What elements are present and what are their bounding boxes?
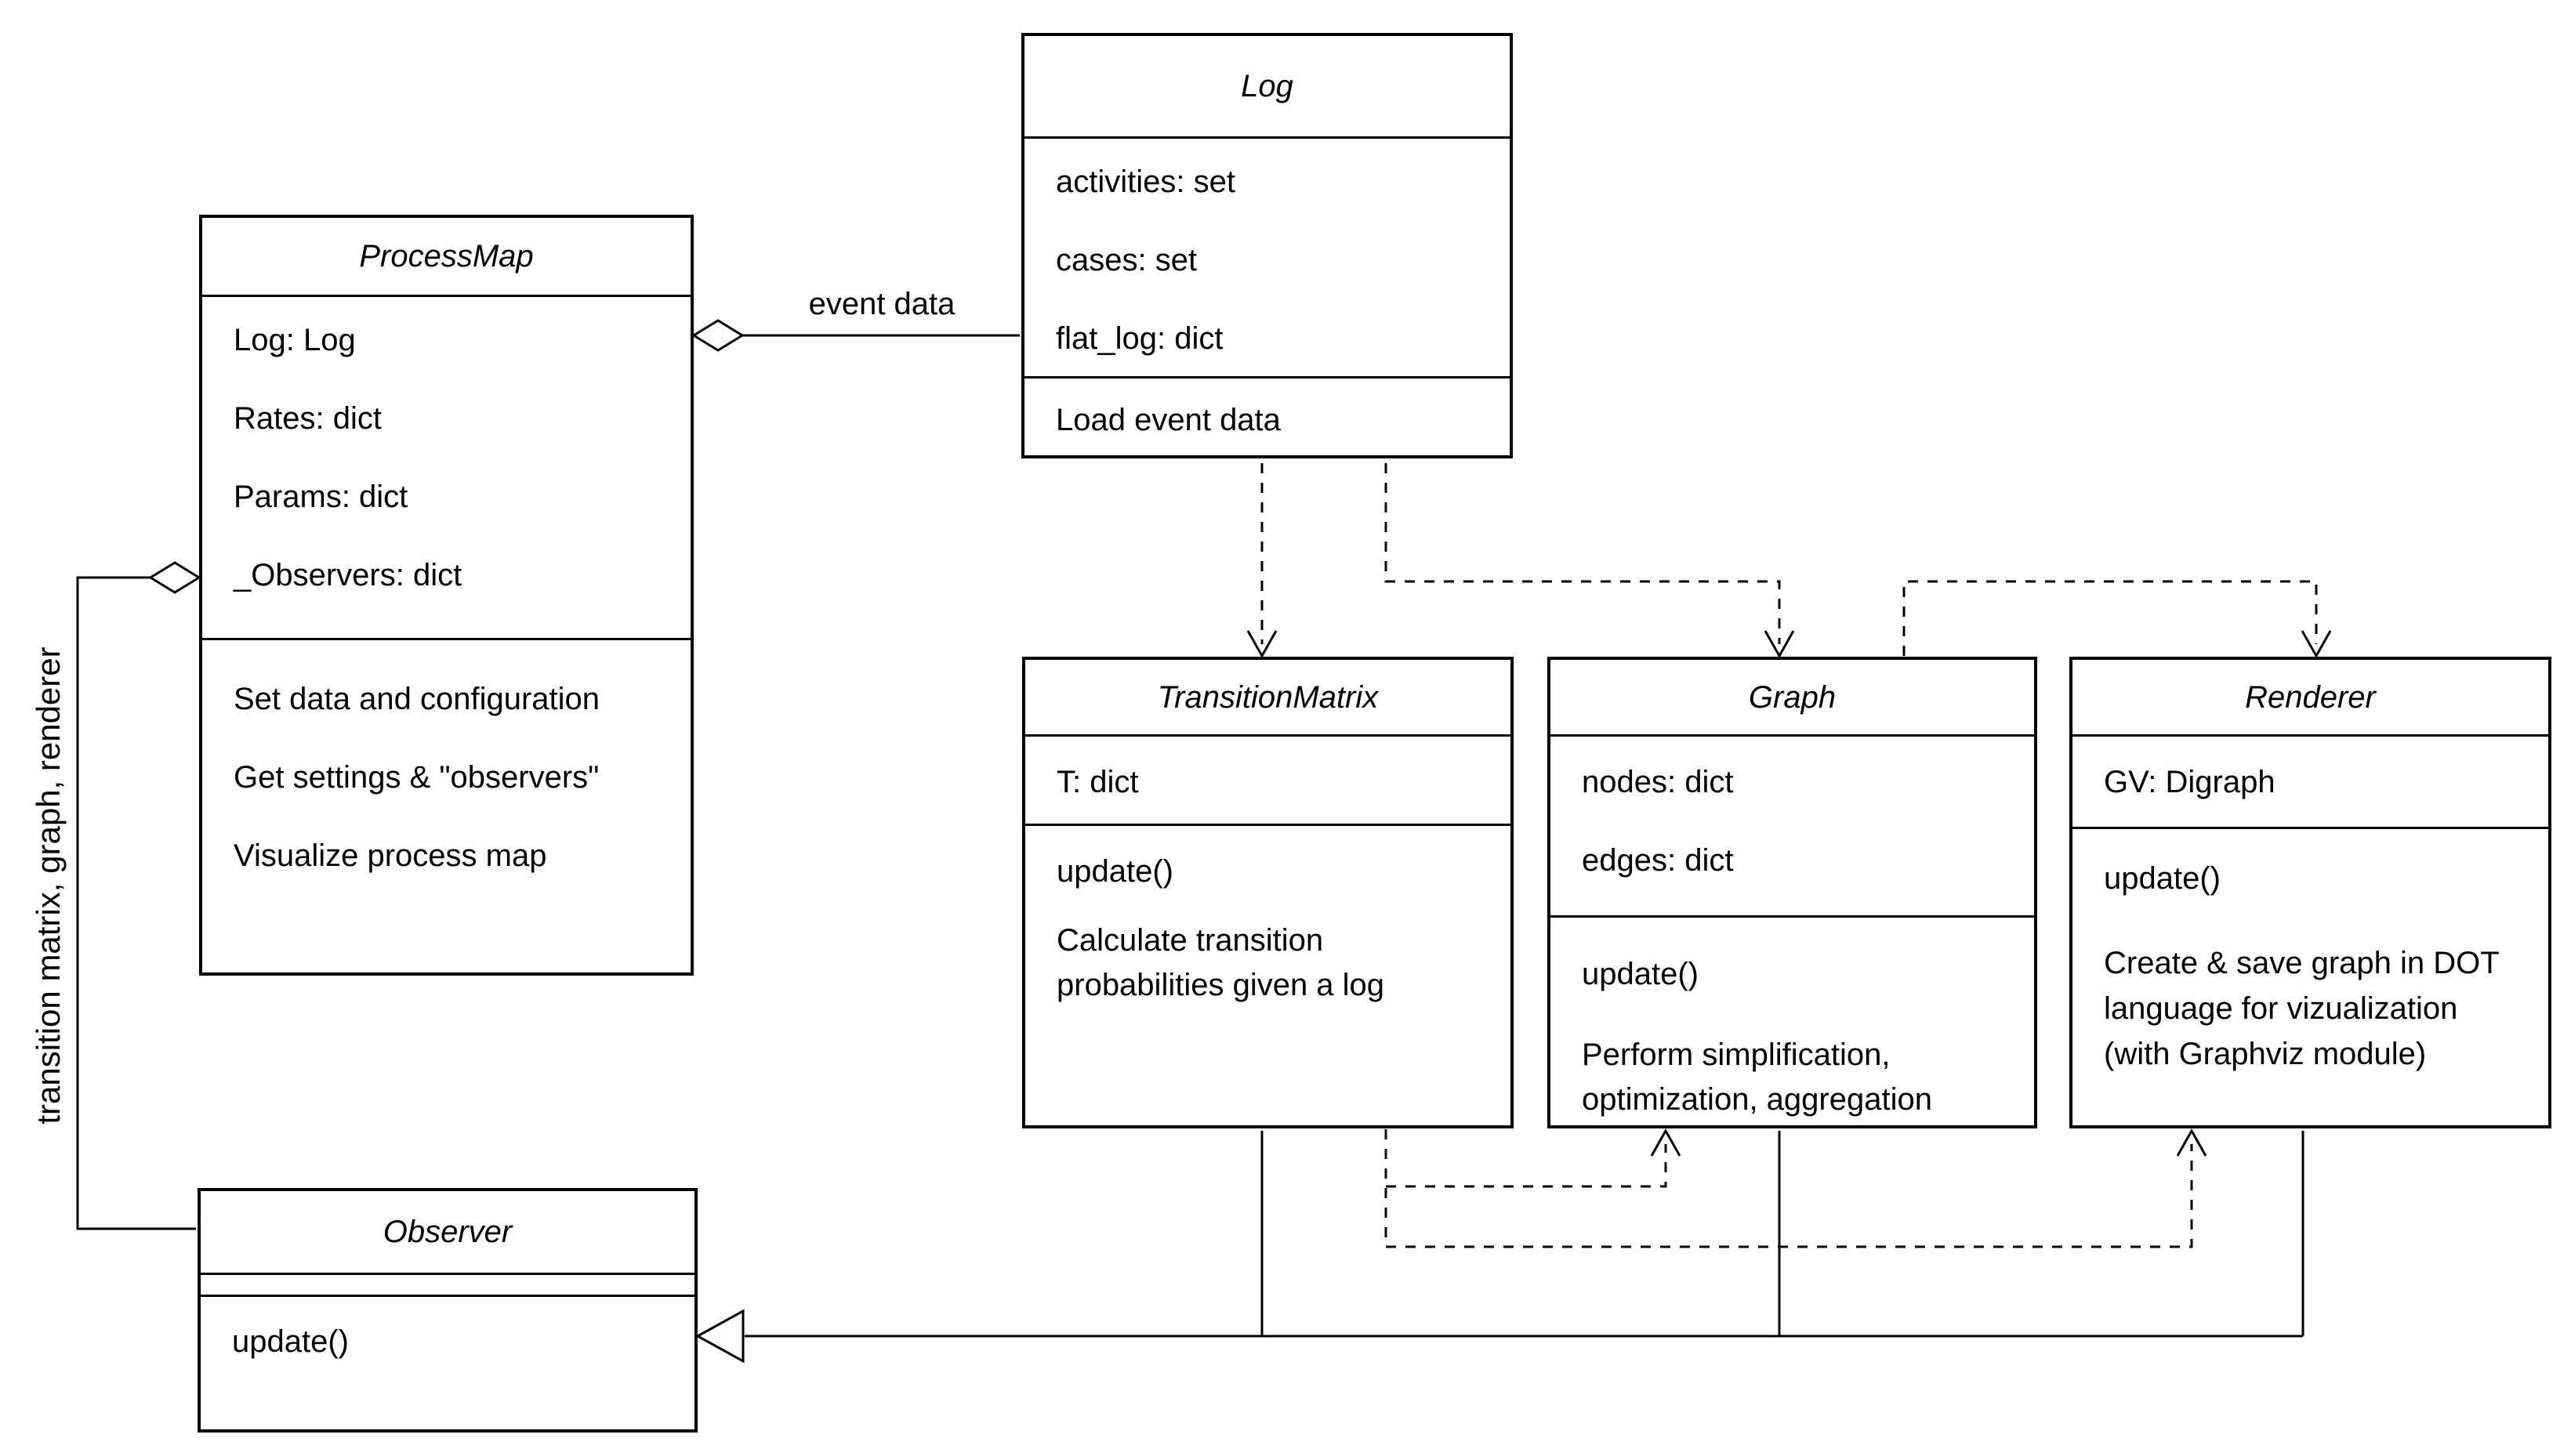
aggregation-processmap-observer-line xyxy=(76,576,196,1230)
edge-label-transition-matrix-graph-renderer: transition matrix, graph, renderer xyxy=(30,647,67,1125)
class-attribute: Log: Log xyxy=(234,323,356,357)
class-attribute: Rates: dict xyxy=(234,401,382,436)
attributes-compartment: nodes: dict edges: dict xyxy=(1550,734,2034,915)
arrow-down-icon xyxy=(1246,630,1278,659)
methods-compartment: Set data and configuration Get settings … xyxy=(202,638,691,972)
dependency-lines xyxy=(1260,463,2318,1248)
methods-compartment: update() Perform simplification, optimiz… xyxy=(1550,915,2034,1125)
class-method: Visualize process map xyxy=(234,838,547,873)
aggregation-processmap-log xyxy=(691,319,1020,352)
attributes-compartment: Log: Log Rates: dict Params: dict _Obser… xyxy=(202,295,691,638)
class-attribute: nodes: dict xyxy=(1582,765,1734,799)
generalization-triangle-icon xyxy=(694,1309,745,1364)
arrow-down-icon xyxy=(2301,630,2332,659)
class-method: update() xyxy=(232,1324,349,1359)
class-attribute: cases: set xyxy=(1056,243,1198,277)
aggregation-diamond-icon xyxy=(148,561,201,594)
arrow-down-icon xyxy=(1764,630,1795,659)
class-title: Log xyxy=(1241,69,1293,103)
class-attribute: activities: set xyxy=(1056,165,1235,199)
class-attribute: flat_log: dict xyxy=(1056,321,1224,356)
class-box-log: Log activities: set cases: set flat_log:… xyxy=(1021,33,1513,458)
class-attribute: _Observers: dict xyxy=(234,558,462,592)
dependency-arrowheads xyxy=(1246,630,2332,1157)
class-title: Graph xyxy=(1748,679,1837,715)
methods-compartment: update() xyxy=(201,1295,694,1429)
method-description: Perform simplification, optimization, ag… xyxy=(1582,1038,1932,1117)
class-title: Renderer xyxy=(2245,679,2376,715)
edge-label-event-data: event data xyxy=(808,287,956,321)
class-attribute: GV: Digraph xyxy=(2104,765,2275,799)
dependency-transitionmatrix-graph xyxy=(1386,1144,1667,1188)
class-method: Get settings & "observers" xyxy=(234,760,600,795)
method-description: Calculate transition probabilities given… xyxy=(1057,923,1385,1002)
attributes-compartment: activities: set cases: set flat_log: dic… xyxy=(1024,136,1510,376)
methods-compartment: update() Create & save graph in DOT lang… xyxy=(2072,827,2548,1125)
dependency-graph-renderer xyxy=(1902,580,2318,656)
attributes-compartment: GV: Digraph xyxy=(2072,734,2548,827)
dependency-transitionmatrix-renderer xyxy=(1386,1144,2193,1248)
attributes-compartment: T: dict xyxy=(1025,734,1510,824)
class-method: update() xyxy=(1582,957,1699,991)
class-box-observer: Observer update() xyxy=(198,1188,698,1432)
class-method: update() xyxy=(2104,861,2221,896)
aggregation-processmap-observer xyxy=(76,561,201,1230)
class-box-graph: Graph nodes: dict edges: dict update() P… xyxy=(1547,657,2037,1128)
method-description: Create & save graph in DOT language for … xyxy=(2104,946,2499,1071)
class-attribute: Params: dict xyxy=(234,480,408,514)
methods-compartment: update() Calculate transition probabilit… xyxy=(1025,824,1510,1125)
class-title: Observer xyxy=(383,1215,513,1249)
methods-compartment: Load event data xyxy=(1024,376,1510,455)
aggregation-diamond-icon xyxy=(691,319,745,352)
class-method: update() xyxy=(1057,854,1173,889)
class-box-renderer: Renderer GV: Digraph update() Create & s… xyxy=(2069,657,2551,1128)
dependency-log-graph xyxy=(1384,463,1781,644)
arrow-up-icon xyxy=(2176,1128,2207,1157)
class-attribute: edges: dict xyxy=(1582,843,1734,878)
class-method: Load event data xyxy=(1056,403,1281,437)
class-attribute: T: dict xyxy=(1057,765,1139,799)
class-box-processmap: ProcessMap Log: Log Rates: dict Params: … xyxy=(199,215,694,976)
class-box-transitionmatrix: TransitionMatrix T: dict update() Calcul… xyxy=(1022,657,1514,1128)
arrow-up-icon xyxy=(1650,1128,1681,1157)
class-title: ProcessMap xyxy=(359,239,534,273)
class-method: Set data and configuration xyxy=(234,682,600,716)
class-title: TransitionMatrix xyxy=(1157,679,1379,715)
attributes-compartment xyxy=(201,1273,694,1295)
generalization-to-observer xyxy=(694,1131,2304,1364)
